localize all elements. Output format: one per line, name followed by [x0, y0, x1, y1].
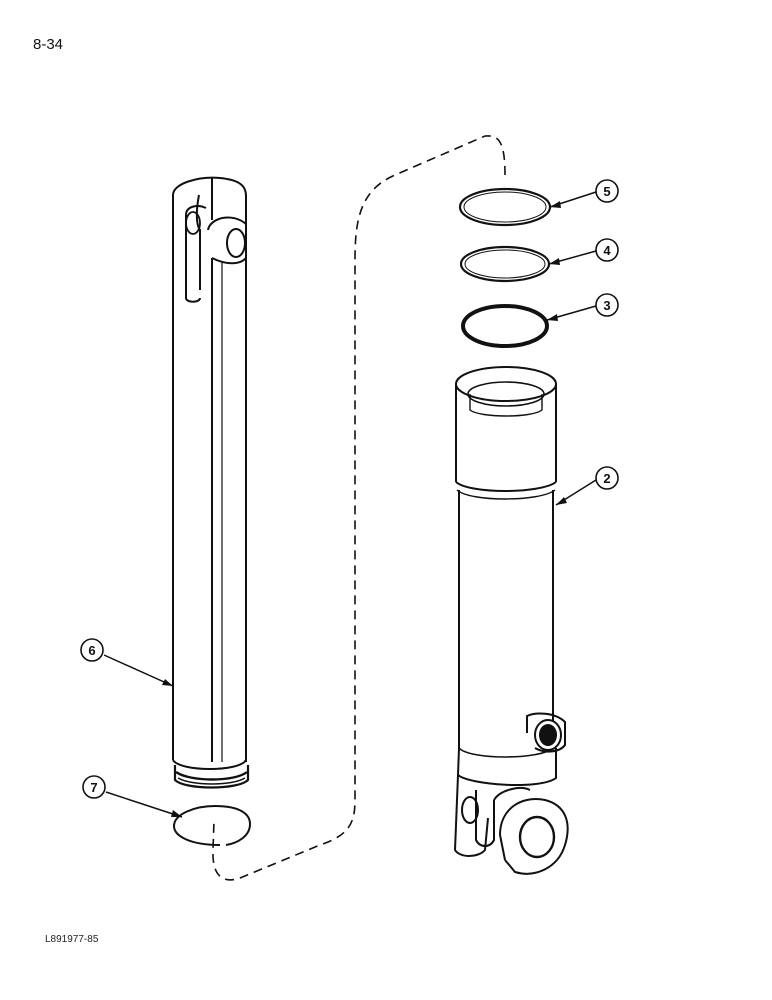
callout-label: 7: [90, 780, 97, 795]
page-number: 8-34: [33, 36, 64, 53]
callout-5: 5: [549, 179, 619, 208]
callout-3: 3: [546, 293, 619, 321]
callout-label: 6: [88, 643, 95, 658]
ring-5: [458, 187, 552, 227]
callout-6: 6: [80, 638, 174, 687]
figure-code: L891977-85: [45, 934, 99, 945]
ring-3: [461, 304, 549, 348]
cylinder-barrel: [453, 366, 569, 875]
assembly-dashed-line: [212, 135, 506, 881]
snap-ring: [172, 804, 252, 846]
ring-4: [459, 245, 551, 283]
callout-label: 5: [603, 184, 610, 199]
callout-label: 2: [603, 471, 610, 486]
piston-rod: [172, 176, 250, 789]
callout-4: 4: [548, 238, 619, 265]
callout-label: 4: [603, 243, 611, 258]
callout-2: 2: [555, 466, 619, 506]
callout-7: 7: [82, 775, 183, 818]
callout-label: 3: [603, 298, 610, 313]
